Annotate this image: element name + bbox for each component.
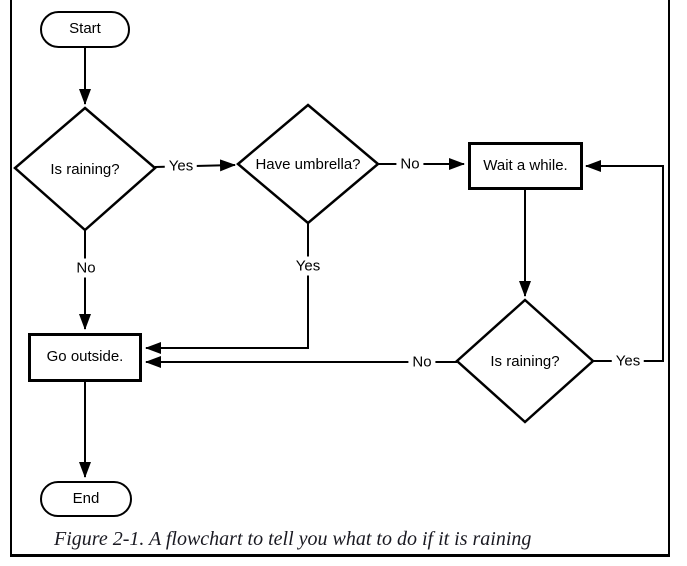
edge-label-is-raining-first-no: No xyxy=(72,258,100,278)
node-have-umbrella-label: Have umbrella? xyxy=(255,155,361,173)
node-wait-a-while: Wait a while. xyxy=(468,142,583,190)
node-end-label: End xyxy=(72,489,100,507)
node-start-label: Start xyxy=(69,20,101,38)
node-start: Start xyxy=(40,11,130,48)
node-is-raining-first-label: Is raining? xyxy=(50,160,120,178)
decision-shape-is-raining-second xyxy=(455,298,595,424)
decision-shape-have-umbrella xyxy=(236,103,380,225)
figure-frame xyxy=(10,0,670,557)
edge-label-is-raining-second-yes: Yes xyxy=(611,351,645,371)
figure-caption: Figure 2-1. A flowchart to tell you what… xyxy=(54,528,532,550)
edge-have-umbrella-yes xyxy=(145,223,309,354)
edge-label-have-umbrella-no: No xyxy=(396,154,424,174)
decision-shape-is-raining-first xyxy=(13,106,157,232)
edge-label-is-raining-first-yes: Yes xyxy=(164,156,198,176)
edge-label-have-umbrella-yes: Yes xyxy=(291,256,325,276)
node-have-umbrella: Have umbrella? xyxy=(238,105,378,223)
edge-label-is-raining-second-no: No xyxy=(408,352,436,372)
node-is-raining-second-label: Is raining? xyxy=(490,352,560,370)
node-wait-a-while-label: Wait a while. xyxy=(483,156,568,174)
node-end: End xyxy=(40,481,132,517)
node-go-outside-label: Go outside. xyxy=(46,348,124,366)
edge-is-raining-second-yes-loop xyxy=(585,160,664,362)
node-is-raining-second: Is raining? xyxy=(457,300,593,422)
node-is-raining-first: Is raining? xyxy=(15,108,155,230)
node-go-outside: Go outside. xyxy=(28,333,142,382)
